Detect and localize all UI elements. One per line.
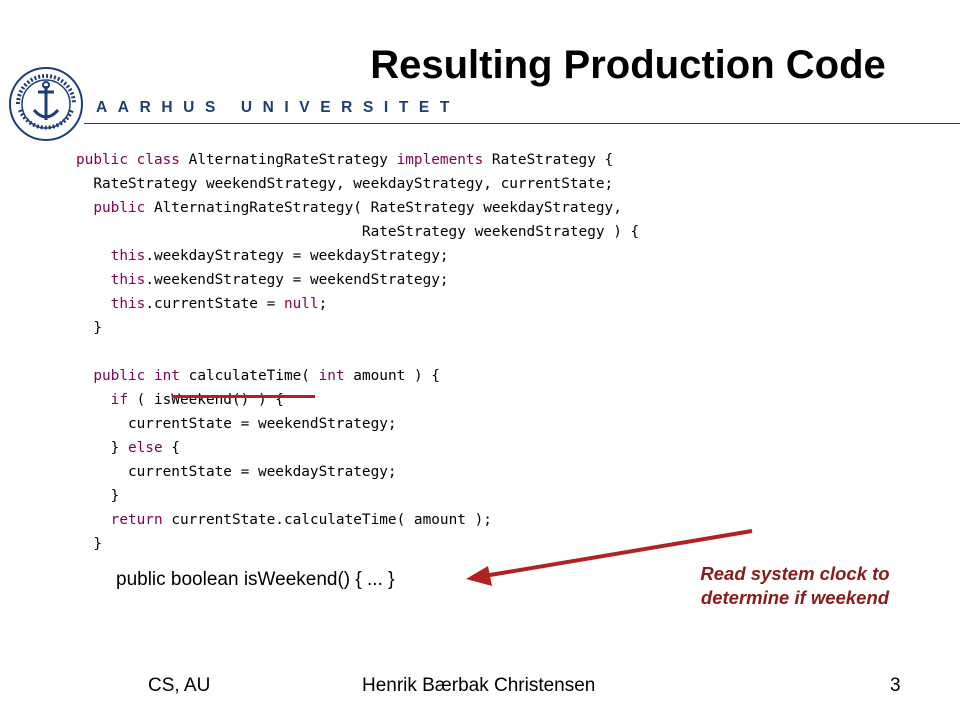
code-line [76, 340, 756, 364]
code-line: public AlternatingRateStrategy( RateStra… [93, 200, 622, 216]
code-line: RateStrategy weekendStrategy ) { [361, 224, 640, 240]
code-line: if ( isWeekend() ) { [110, 392, 284, 408]
helper-method-signature: public boolean isWeekend() { ... } [116, 569, 395, 590]
code-line: this.weekendStrategy = weekendStrategy; [110, 272, 449, 288]
code-line: } else { [76, 440, 180, 456]
code-line: } [76, 320, 102, 336]
code-line: return currentState.calculateTime( amoun… [110, 512, 492, 528]
page-number: 3 [890, 675, 901, 696]
code-line: currentState = weekdayStrategy; [127, 464, 397, 480]
code-line: public int calculateTime( int amount ) { [93, 368, 440, 384]
code-line: public class AlternatingRateStrategy imp… [76, 152, 614, 168]
code-line: } [76, 536, 102, 552]
annotation-note: Read system clock to determine if weeken… [650, 562, 940, 610]
code-line: RateStrategy weekendStrategy, weekdayStr… [93, 176, 614, 192]
university-wordmark: AARHUS UNIVERSITET [96, 99, 460, 116]
code-line: this.currentState = null; [110, 296, 328, 312]
code-line: } [76, 488, 120, 504]
code-block: public class AlternatingRateStrategy imp… [76, 148, 756, 556]
university-seal-logo [9, 67, 83, 141]
slide-title: Resulting Production Code [370, 43, 886, 87]
code-line: currentState = weekendStrategy; [127, 416, 397, 432]
annotation-line-2: determine if weekend [700, 587, 890, 608]
isweekend-highlight-underline [172, 395, 315, 398]
footer-author: Henrik Bærbak Christensen [362, 675, 596, 696]
code-line: this.weekdayStrategy = weekdayStrategy; [110, 248, 449, 264]
header-divider [84, 123, 960, 124]
code-listing: public class AlternatingRateStrategy imp… [76, 148, 756, 554]
footer-course: CS, AU [148, 675, 211, 696]
annotation-line-1: Read system clock to [700, 563, 890, 584]
